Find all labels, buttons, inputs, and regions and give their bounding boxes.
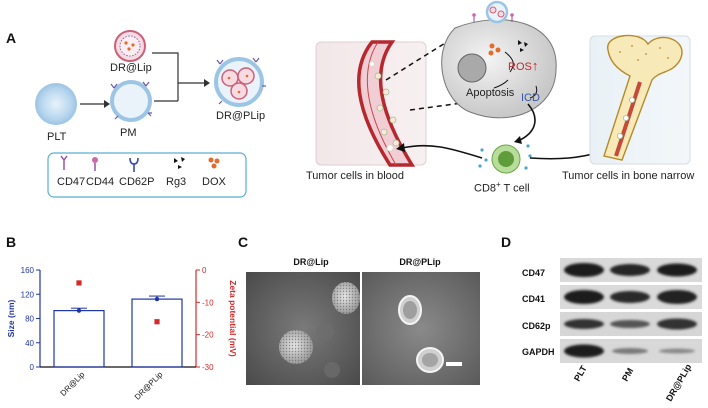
em-label-dr-lip: DR@Lip [293, 257, 329, 267]
cd44-icon [92, 157, 98, 171]
cd62p-icon [129, 157, 139, 172]
ros-up-arrow-icon: ↑ [531, 58, 539, 73]
legend-box [47, 152, 247, 198]
size-mark [76, 308, 82, 313]
blood-label: Tumor cells in blood [306, 170, 405, 182]
left-tick-label: 40 [25, 339, 34, 348]
pm-particle [110, 80, 152, 122]
cell-nucleus [457, 53, 487, 83]
right-tick-label: -10 [202, 298, 214, 307]
dr-plip-label: DR@PLip [216, 110, 266, 122]
right-tick-label: 0 [202, 266, 207, 275]
y-axis-right-label: Zeta potential (mV) [228, 280, 238, 357]
icd-label: ICD [521, 92, 540, 104]
x-tick-label: DR@Lip [59, 370, 87, 398]
cd8-sup: + [496, 180, 501, 189]
size-zeta-chart: 0 40 80 120 160 0 -10 -20 -30 Size (nm) Zeta poten… [6, 266, 238, 402]
legend-cd62p: CD62P [119, 176, 155, 188]
right-tick-label: -30 [202, 363, 214, 372]
left-tick-label: 80 [25, 315, 34, 324]
legend-rg3: Rg3 [166, 176, 187, 188]
cd47-icon [60, 155, 68, 170]
size-bar [53, 310, 105, 368]
blood-vessel [357, 40, 416, 167]
panel-c-letter: C [238, 234, 249, 250]
dox-icon [208, 157, 220, 169]
western-blot [560, 258, 702, 363]
pm-label: PM [120, 127, 137, 139]
blot-row-cd41: CD41 [522, 294, 546, 304]
apoptosis-label: Apoptosis [466, 87, 515, 99]
cd8-text: CD8 [474, 182, 497, 195]
em-label-dr-plip: DR@PLip [399, 257, 441, 267]
left-tick-label: 0 [30, 363, 35, 372]
plt-particle [35, 83, 77, 125]
ros-label: ROS↑ [508, 58, 538, 73]
blot-col-pm: PM [620, 366, 636, 383]
panel-a-schematic [35, 0, 691, 198]
panel-b-letter: B [6, 234, 17, 250]
size-bar [131, 298, 183, 368]
dr-lip-label: DR@Lip [110, 62, 152, 74]
rg3-icon [174, 157, 185, 169]
ros-text: ROS [508, 61, 532, 73]
zeta-mark [153, 318, 161, 326]
legend-dox: DOX [202, 176, 226, 188]
legend-cd47: CD47 [57, 176, 86, 188]
em-images [246, 272, 480, 385]
scale-bar [446, 362, 462, 366]
right-tick-label: -20 [202, 331, 214, 340]
blot-row-cd47: CD47 [522, 268, 546, 278]
blot-row-gapdh: GAPDH [522, 347, 555, 357]
t-cell-label: CD8+ T cell [474, 180, 530, 195]
x-tick-label: DR@PLip [133, 370, 165, 402]
legend-cd44: CD44 [86, 176, 115, 188]
t-cell-text: T cell [500, 182, 530, 195]
pm-receptors [110, 81, 152, 120]
y-axis-label: Size (nm) [6, 299, 16, 337]
left-tick-label: 160 [21, 266, 35, 275]
plt-label: PLT [47, 131, 67, 143]
blot-row-cd62p: CD62p [522, 321, 551, 331]
panel-a-letter: A [6, 30, 17, 46]
size-mark [154, 296, 160, 302]
bone-label: Tumor cells in bone narrow [562, 170, 695, 182]
left-tick-label: 120 [21, 290, 35, 299]
blot-col-dr-plip: DR@PLip [664, 362, 694, 403]
zeta-mark [75, 279, 83, 287]
panel-d-letter: D [501, 234, 512, 250]
